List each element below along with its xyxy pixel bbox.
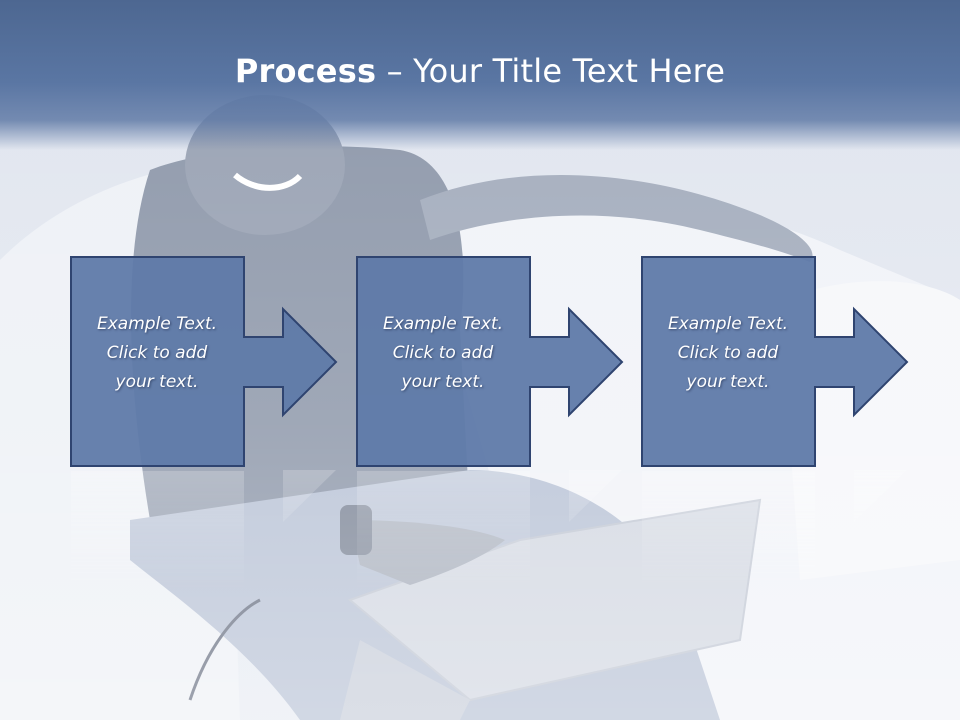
- arrow-box-shape: [641, 256, 909, 467]
- process-step-3[interactable]: Example Text. Click to add your text.: [641, 256, 911, 468]
- step-1-reflection: [71, 470, 336, 590]
- process-step-2[interactable]: Example Text. Click to add your text.: [356, 256, 626, 468]
- step-text[interactable]: Example Text. Click to add your text.: [382, 314, 504, 392]
- arrow-box-shape: [70, 256, 338, 467]
- step-text[interactable]: Example Text. Click to add your text.: [96, 314, 218, 392]
- step-2-reflection: [357, 470, 622, 590]
- process-step-1[interactable]: Example Text. Click to add your text.: [70, 256, 340, 468]
- arrow-box-shape: [356, 256, 624, 467]
- title-band: [0, 0, 960, 150]
- slide-title[interactable]: Process – Your Title Text Here: [0, 52, 960, 90]
- step-text[interactable]: Example Text. Click to add your text.: [667, 314, 789, 392]
- step-3-reflection: [642, 470, 907, 590]
- title-rest: – Your Title Text Here: [376, 52, 726, 90]
- title-bold: Process: [234, 52, 377, 90]
